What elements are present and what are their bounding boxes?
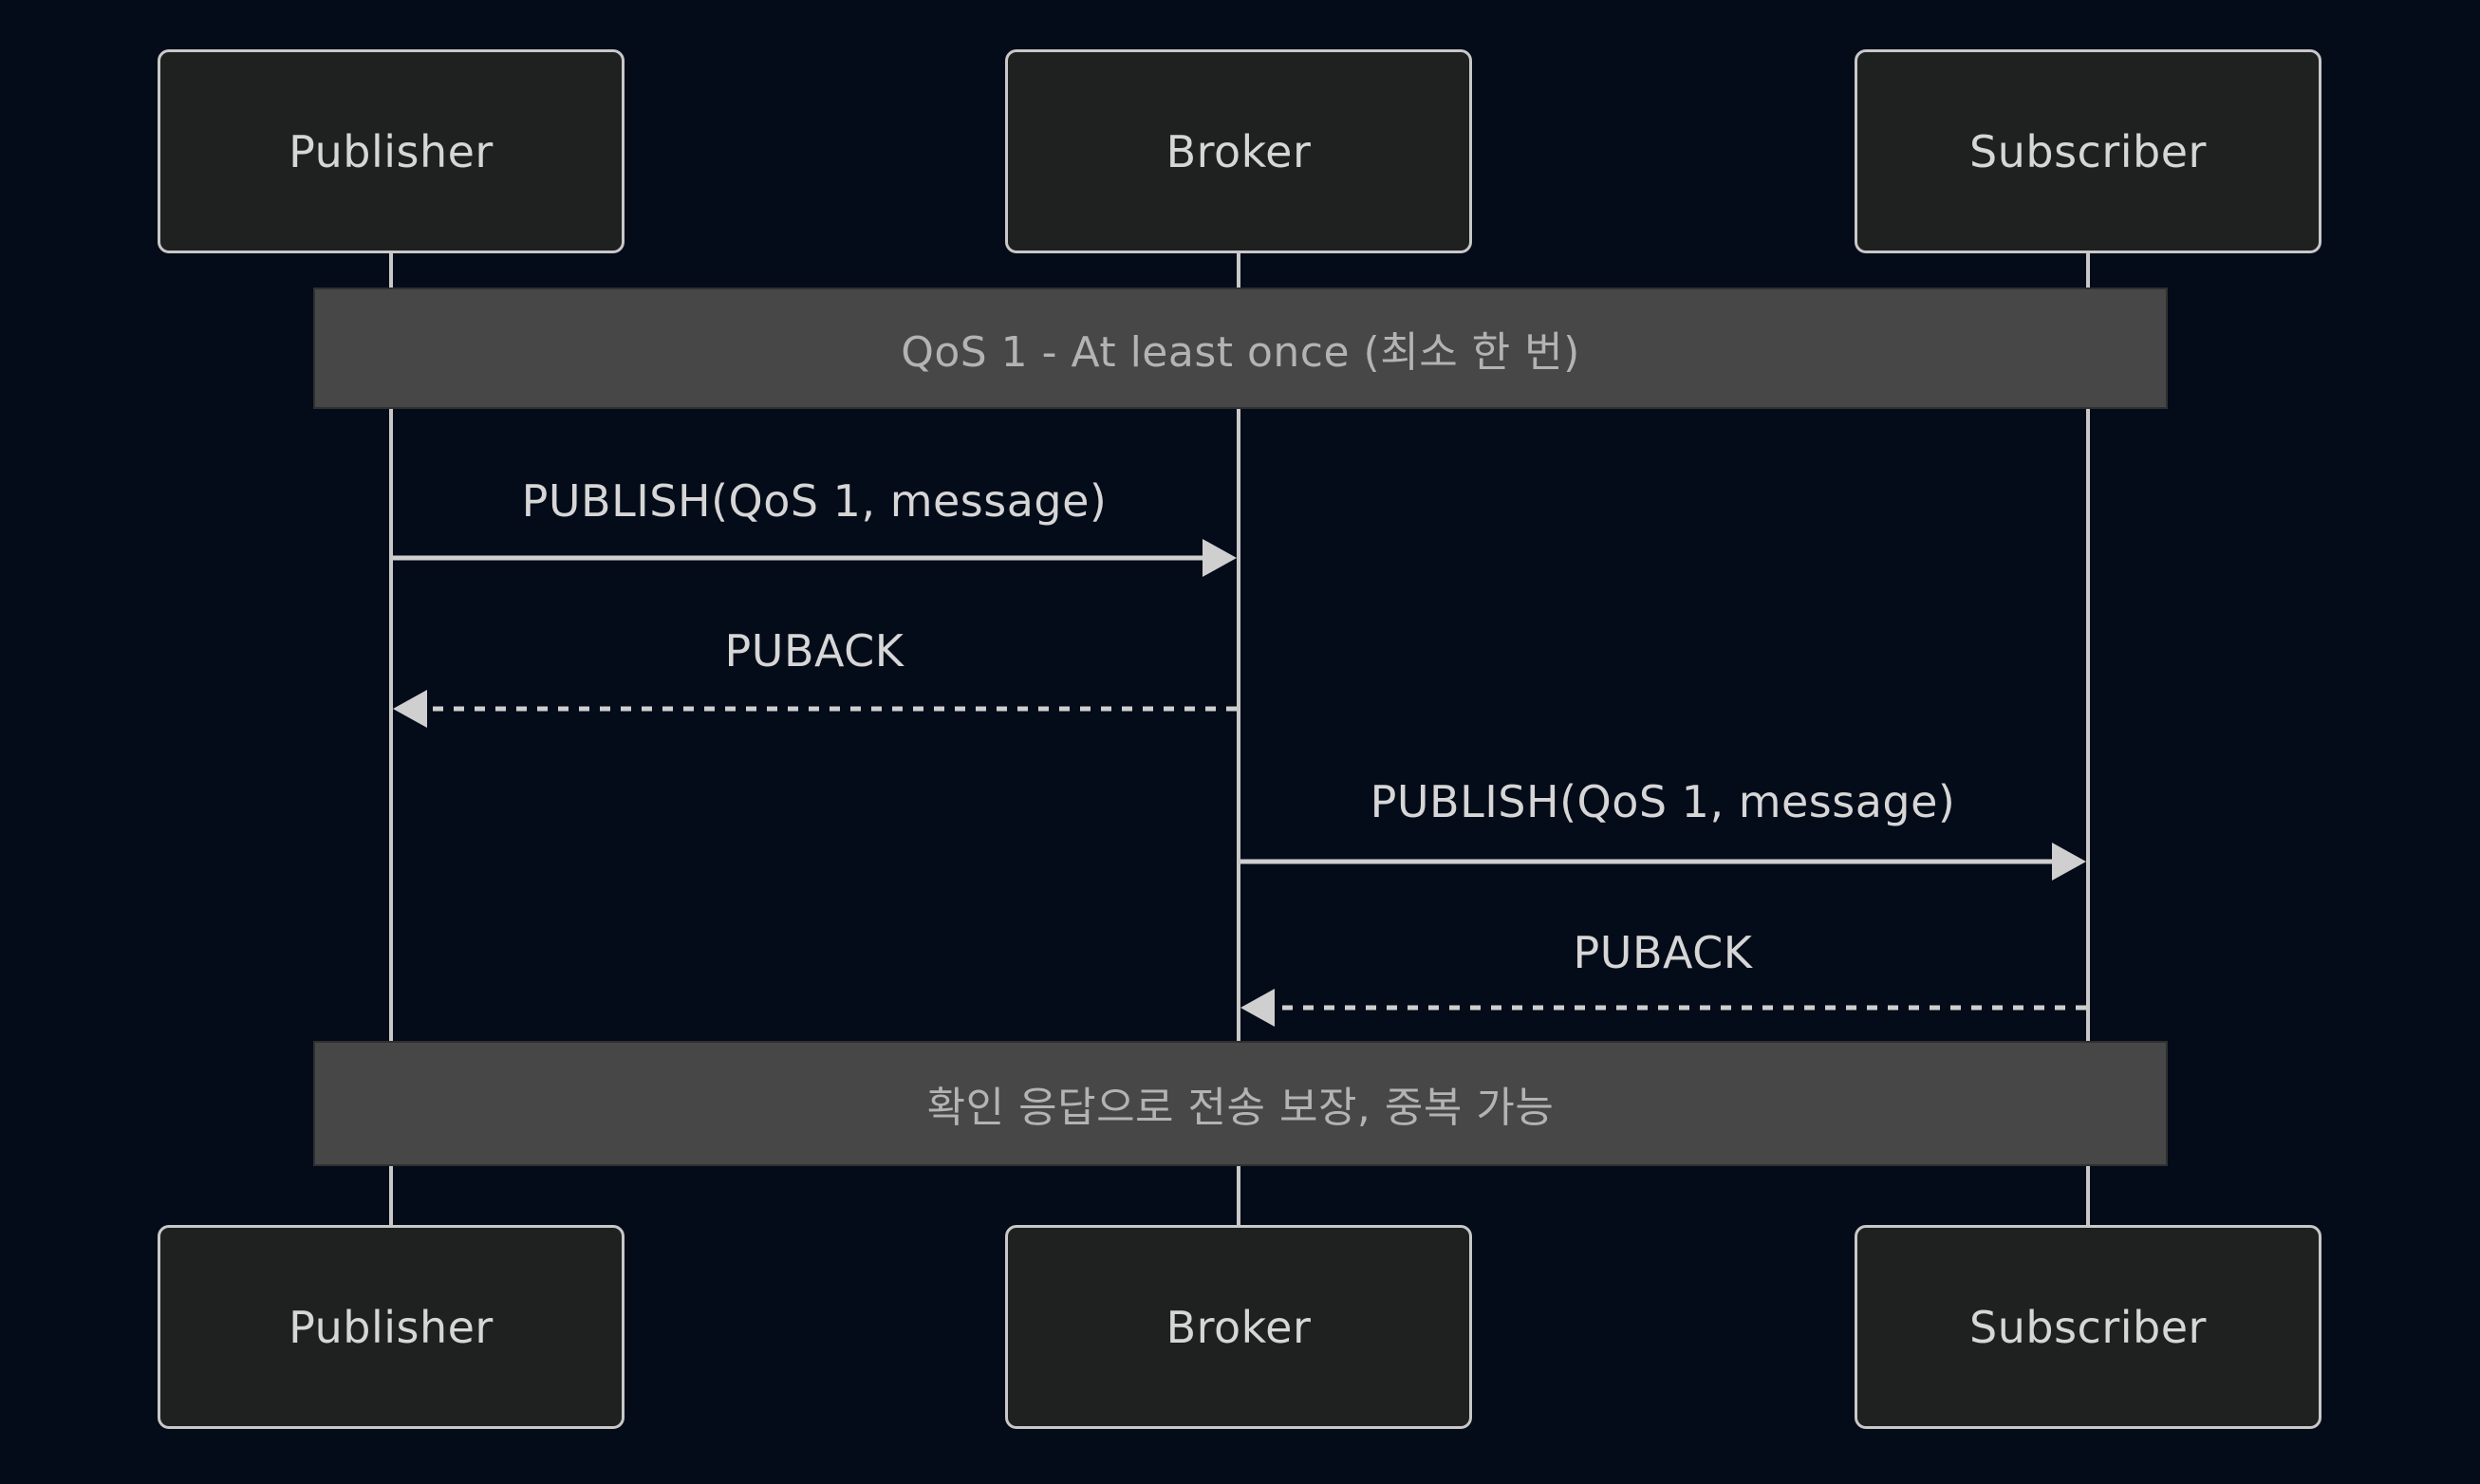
note-guarantee-banner: 확인 응답으로 전송 보장, 중복 가능 (313, 1041, 2168, 1166)
actor-top-broker: Broker (1005, 49, 1472, 253)
actor-bottom-publisher-label: Publisher (289, 1301, 494, 1353)
arrowhead-left-icon (1240, 989, 1275, 1027)
actor-top-broker-label: Broker (1165, 125, 1312, 177)
actor-bottom-subscriber: Subscriber (1855, 1225, 2322, 1429)
actor-top-publisher: Publisher (158, 49, 625, 253)
actor-top-publisher-label: Publisher (289, 125, 494, 177)
note-guarantee-banner-text: 확인 응답으로 전송 보장, 중복 가능 (926, 1084, 1555, 1132)
lifeline-publisher (389, 253, 393, 1226)
lifeline-subscriber (2086, 253, 2090, 1226)
actor-top-subscriber-label: Subscriber (1969, 125, 2207, 177)
message-label-publish-to-broker: PUBLISH(QoS 1, message) (521, 475, 1108, 527)
message-label-puback-to-publisher: PUBACK (724, 625, 904, 677)
message-label-puback-to-broker: PUBACK (1573, 927, 1753, 978)
actor-bottom-broker-label: Broker (1165, 1301, 1312, 1353)
arrowhead-left-icon (393, 690, 427, 728)
actor-top-subscriber: Subscriber (1855, 49, 2322, 253)
message-label-publish-to-subscriber: PUBLISH(QoS 1, message) (1370, 776, 1956, 827)
lifeline-broker (1237, 253, 1240, 1226)
actor-bottom-publisher: Publisher (158, 1225, 625, 1429)
actor-bottom-subscriber-label: Subscriber (1969, 1301, 2207, 1353)
arrowhead-right-icon (2052, 843, 2086, 881)
note-qos1-banner: QoS 1 - At least once (최소 한 번) (313, 288, 2168, 409)
arrowhead-right-icon (1203, 539, 1237, 577)
actor-bottom-broker: Broker (1005, 1225, 1472, 1429)
note-qos1-banner-text: QoS 1 - At least once (최소 한 번) (901, 328, 1580, 377)
